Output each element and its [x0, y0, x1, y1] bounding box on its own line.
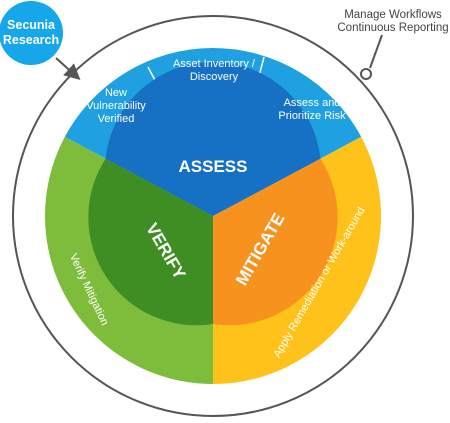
vuln-label-line1: New — [105, 87, 127, 99]
badge-arrow — [55, 57, 81, 81]
badge-line2: Research — [3, 33, 59, 47]
assess-label: ASSESS — [179, 157, 248, 176]
inventory-label-line2: Discovery — [190, 71, 239, 83]
callout-line2: Continuous Reporting — [337, 22, 448, 34]
outer-ring — [12, 15, 414, 417]
vuln-label-line3: Verified — [98, 113, 135, 125]
callout-dot — [360, 68, 372, 80]
badge-line1: Secunia — [7, 18, 56, 32]
secunia-research-badge[interactable]: Secunia Research — [0, 1, 63, 65]
callout-line1: Manage Workflows — [344, 9, 442, 21]
callout-leader — [369, 34, 383, 69]
inventory-label-line1: Asset Inventory / — [173, 58, 256, 70]
prioritize-label-line2: Prioritize Risk — [278, 110, 346, 122]
mitigate-inner-segment — [213, 158, 338, 326]
assess-inner-segment — [105, 62, 321, 216]
prioritize-label-line1: Assess and — [284, 97, 341, 109]
verify-inner-segment — [88, 158, 213, 326]
vuln-label-line2: Vulnerability — [86, 100, 146, 112]
